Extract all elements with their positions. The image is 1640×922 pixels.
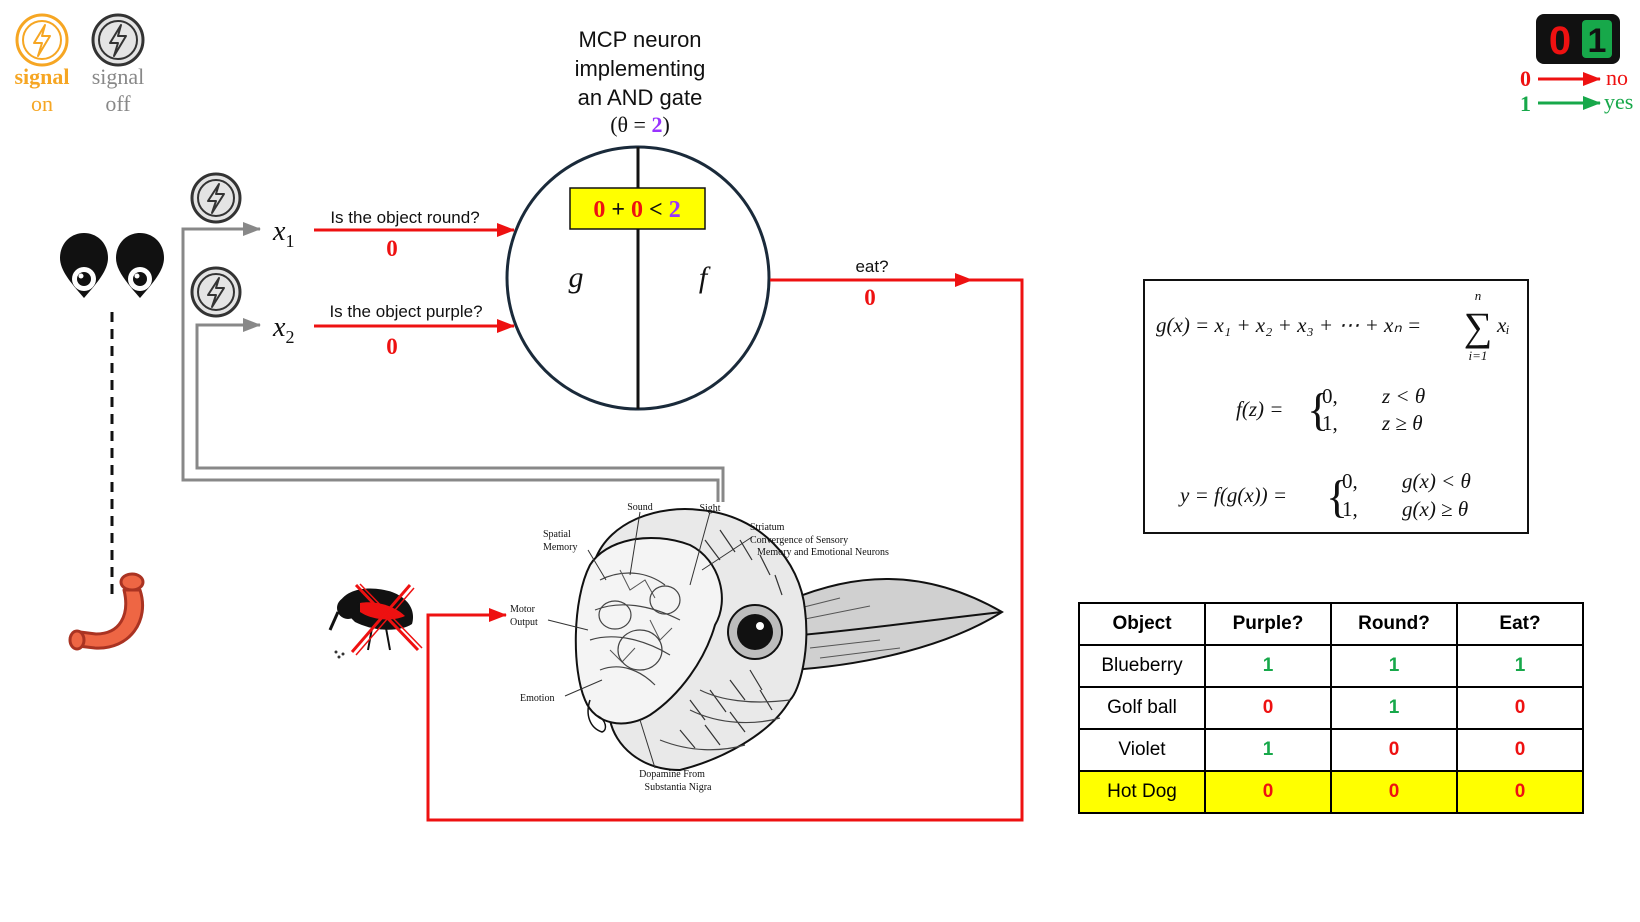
g-label: g (569, 261, 584, 294)
brain-label-striatum-2: Convergence of Sensory (750, 535, 848, 546)
output-value: 0 (864, 285, 876, 310)
header-eat: Eat? (1456, 602, 1584, 646)
sum-expression: 0 + 0 < 2 (593, 197, 680, 223)
motor-feedback-path (426, 278, 1024, 822)
g-definition: g(x) = x₁ + x₂ + x₃ + ⋯ + xₙ = (1156, 313, 1421, 337)
binary-zero-glyph: 0 (1549, 19, 1571, 63)
f-case-1: 1, (1322, 411, 1338, 435)
legend-one: 1 (1520, 91, 1531, 116)
x2-question: Is the object purple? (329, 302, 482, 321)
sight-path-x1 (181, 222, 720, 502)
y-brace: { (1326, 471, 1348, 522)
x1-value: 0 (386, 236, 398, 261)
signal-off-icon (91, 13, 145, 67)
output-label: eat? (855, 257, 888, 276)
table-row-highlighted: Hot Dog 0 0 0 (1078, 770, 1584, 814)
cell-object: Hot Dog (1078, 770, 1206, 814)
brain-label-sight: Sight (699, 503, 720, 514)
brain-label-dopamine-2: Substantia Nigra (645, 782, 712, 793)
cell-purple: 1 (1204, 644, 1332, 688)
signal-off-label: signal (92, 64, 145, 89)
cell-purple: 1 (1204, 728, 1332, 772)
formula-box (1143, 279, 1529, 534)
cell-round: 1 (1330, 644, 1458, 688)
legend-yes: yes (1604, 89, 1633, 114)
cell-object: Violet (1078, 728, 1206, 772)
x2-value: 0 (386, 334, 398, 359)
header-round: Round? (1330, 602, 1458, 646)
table-row: Golf ball 0 1 0 (1078, 686, 1584, 730)
theta-value: 2 (651, 112, 662, 137)
sum-lower-limit: i=1 (1469, 348, 1488, 363)
brain-label-striatum-3: Memory and Emotional Neurons (757, 547, 889, 558)
cell-eat: 0 (1456, 728, 1584, 772)
binary-icon: 0 1 (1536, 14, 1620, 64)
x2-label: x2 (272, 312, 294, 347)
cell-object: Blueberry (1078, 644, 1206, 688)
x1-label: x1 (272, 216, 294, 251)
cell-object: Golf ball (1078, 686, 1206, 730)
legend-no: no (1606, 65, 1628, 90)
header-object: Object (1078, 602, 1206, 646)
cell-eat: 0 (1456, 770, 1584, 814)
brain-label-motor-1: Motor (510, 604, 536, 615)
sausage-icon (68, 572, 145, 651)
brain-label-striatum-1: Striatum (750, 522, 785, 533)
truth-table: Object Purple? Round? Eat? Blueberry 1 1… (1078, 602, 1584, 814)
x1-question: Is the object round? (330, 208, 479, 227)
neuron-title-line2: implementing (575, 56, 706, 81)
input1-signal-off-icon (190, 172, 242, 224)
header-purple: Purple? (1204, 602, 1332, 646)
input2-signal-off-icon (190, 266, 242, 318)
y-condition-1: g(x) ≥ θ (1402, 497, 1468, 521)
sum-upper-limit: n (1475, 288, 1482, 303)
signal-on-label: signal (14, 64, 69, 89)
crow-brain-illustration (547, 508, 1004, 772)
f-case-0: 0, (1322, 384, 1338, 408)
brain-label-dopamine-1: Dopamine From (639, 769, 705, 780)
eyes-icon (60, 233, 164, 298)
cell-round: 0 (1330, 728, 1458, 772)
brain-label-sound: Sound (627, 502, 653, 513)
sum-symbol: ∑ (1464, 304, 1493, 349)
y-condition-0: g(x) < θ (1402, 469, 1471, 493)
neuron-title-line3: an AND gate (578, 85, 703, 110)
cell-eat: 0 (1456, 686, 1584, 730)
cell-purple: 0 (1204, 770, 1332, 814)
y-definition-lhs: y = f(g(x)) = (1178, 483, 1287, 507)
sight-path-x2 (195, 318, 725, 502)
cell-purple: 0 (1204, 686, 1332, 730)
f-condition-0: z < θ (1381, 384, 1425, 408)
brain-label-spatial-2: Memory (543, 542, 577, 553)
legend-zero: 0 (1520, 66, 1531, 91)
f-definition-lhs: f(z) = (1236, 397, 1283, 421)
sum-term: xᵢ (1496, 313, 1510, 337)
signal-on-icon (15, 13, 69, 67)
sum-box (569, 187, 706, 230)
brain-label-emotion: Emotion (520, 693, 554, 704)
table-header-row: Object Purple? Round? Eat? (1078, 602, 1584, 646)
binary-one-glyph: 1 (1588, 22, 1607, 60)
f-condition-1: z ≥ θ (1381, 411, 1423, 435)
theta-caption: (θ = 2) (610, 112, 670, 137)
cell-eat: 1 (1456, 644, 1584, 688)
y-case-0: 0, (1342, 469, 1358, 493)
pecking-bird-icon (328, 588, 414, 659)
brain-label-spatial-1: Spatial (543, 529, 571, 540)
f-brace: { (1307, 384, 1329, 435)
neuron-title-line1: MCP neuron (578, 27, 701, 52)
table-row: Blueberry 1 1 1 (1078, 644, 1584, 688)
signal-on-state: on (31, 91, 53, 116)
cell-round: 1 (1330, 686, 1458, 730)
no-eat-cross-icon (350, 583, 423, 656)
signal-off-state: off (105, 91, 131, 116)
table-row: Violet 1 0 0 (1078, 728, 1584, 772)
cell-round: 0 (1330, 770, 1458, 814)
brain-label-motor-2: Output (510, 617, 538, 628)
y-case-1: 1, (1342, 497, 1358, 521)
